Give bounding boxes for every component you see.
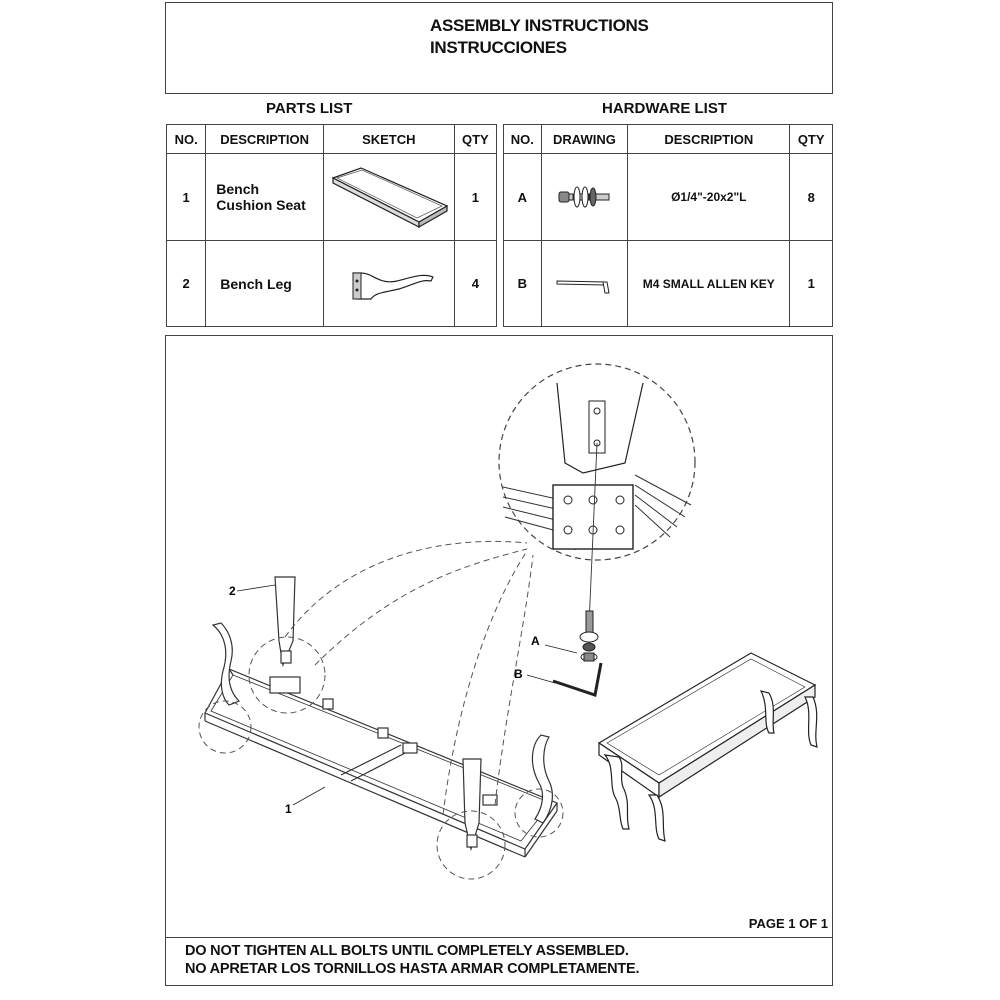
label-a-leader [544, 644, 578, 654]
bolt-path-line [588, 442, 598, 626]
hardware-qty: 1 [789, 240, 833, 327]
hardware-drawing [540, 240, 629, 327]
allen-key-icon [556, 279, 611, 293]
parts-header-row: NO. DESCRIPTION SKETCH QTY [165, 124, 498, 154]
hardware-list-table: NO. DRAWING DESCRIPTION QTY A Ø1/4"-20x2… [503, 124, 833, 327]
warning-english: DO NOT TIGHTEN ALL BOLTS UNTIL COMPLETEL… [185, 943, 629, 959]
label-2: 2 [229, 584, 236, 598]
assembly-diagram: A B 2 [198, 363, 818, 880]
footer-warning: DO NOT TIGHTEN ALL BOLTS UNTIL COMPLETEL… [185, 942, 640, 978]
title-english: ASSEMBLY INSTRUCTIONS [430, 16, 649, 35]
label-1-leader [292, 786, 326, 806]
table-row: A Ø1/4"-20x2"L 8 [503, 153, 833, 241]
hardware-description: Ø1/4"-20x2"L [627, 153, 791, 241]
hardware-drawing [540, 153, 629, 241]
hardware-qty: 8 [789, 153, 833, 241]
footer-box [165, 936, 833, 986]
hardware-description: M4 SMALL ALLEN KEY [627, 240, 791, 327]
title-spanish: INSTRUCCIONES [430, 38, 567, 57]
page-number: PAGE 1 OF 1 [748, 916, 828, 931]
allen-key-b-drawing [552, 662, 603, 697]
col-no: NO. [165, 124, 207, 154]
label-a: A [531, 634, 540, 648]
label-1: 1 [285, 802, 292, 816]
label-2-leader [236, 584, 276, 592]
col-no: NO. [503, 124, 542, 154]
hardware-header-row: NO. DRAWING DESCRIPTION QTY [503, 124, 833, 154]
col-description: DESCRIPTION [205, 124, 324, 154]
part-description-line: Bench [216, 181, 260, 197]
bolt-a-drawing [579, 610, 599, 662]
diagram-box [165, 335, 833, 938]
part-qty: 1 [453, 153, 498, 241]
header-box [165, 2, 833, 94]
hardware-no: A [503, 153, 542, 241]
col-description: DESCRIPTION [627, 124, 791, 154]
bolt-washer-icon [558, 186, 610, 208]
col-qty: QTY [453, 124, 498, 154]
bench-upside-down [204, 576, 558, 858]
part-sketch [322, 153, 455, 241]
col-drawing: DRAWING [540, 124, 629, 154]
part-sketch [322, 240, 455, 327]
table-row: B M4 SMALL ALLEN KEY 1 [503, 240, 833, 327]
part-description: Bench Cushion Seat [205, 153, 324, 241]
bench-leg-sketch-icon [352, 271, 434, 300]
part-description: Bench Leg [205, 240, 324, 327]
detail-magnifier [498, 363, 696, 561]
parts-list-table: NO. DESCRIPTION SKETCH QTY 1 Bench Cushi… [165, 124, 498, 327]
part-no: 2 [165, 240, 207, 327]
col-qty: QTY [789, 124, 833, 154]
page-title: ASSEMBLY INSTRUCTIONS INSTRUCCIONES [430, 15, 649, 59]
part-description-line: Bench Leg [220, 275, 292, 292]
label-b: B [514, 667, 523, 681]
part-description-line: Cushion Seat [216, 197, 306, 213]
table-row: 2 Bench Leg 4 [165, 240, 498, 327]
parts-list-heading: PARTS LIST [266, 100, 353, 117]
label-b-leader [526, 674, 556, 684]
col-sketch: SKETCH [322, 124, 455, 154]
assembled-bench [597, 652, 818, 842]
hardware-no: B [503, 240, 542, 327]
hardware-list-heading: HARDWARE LIST [602, 100, 727, 117]
bench-seat-sketch-icon [331, 167, 449, 229]
part-no: 1 [165, 153, 207, 241]
part-qty: 4 [453, 240, 498, 327]
table-row: 1 Bench Cushion Seat 1 [165, 153, 498, 241]
detail-guide-lines [198, 540, 564, 880]
warning-spanish: NO APRETAR LOS TORNILLOS HASTA ARMAR COM… [185, 961, 640, 977]
